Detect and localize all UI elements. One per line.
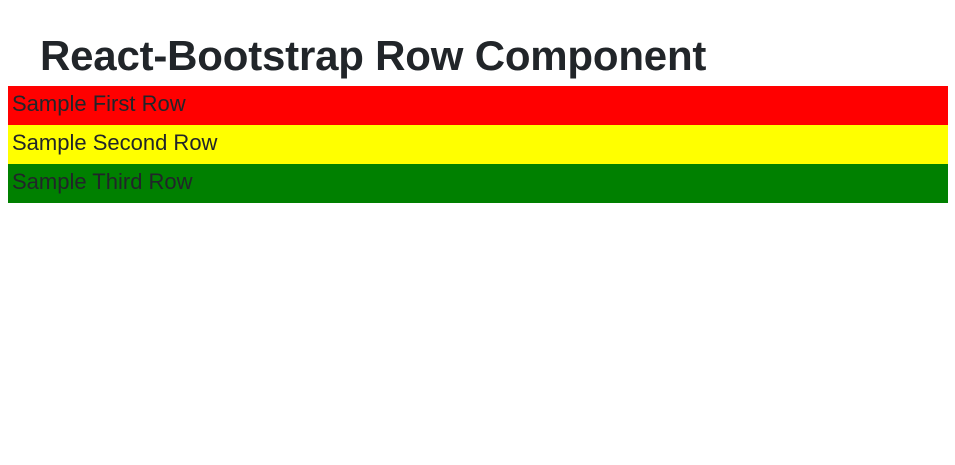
row-band-second: Sample Second Row <box>8 125 948 165</box>
row-list: Sample First Row Sample Second Row Sampl… <box>8 86 948 204</box>
row-band-third: Sample Third Row <box>8 164 948 204</box>
row-label-third: Sample Third Row <box>12 169 193 195</box>
row-label-second: Sample Second Row <box>12 130 218 156</box>
page-title: React-Bootstrap Row Component <box>40 32 707 79</box>
row-band-first: Sample First Row <box>8 86 948 126</box>
row-label-first: Sample First Row <box>12 91 186 117</box>
content-container: React-Bootstrap Row Component Sample Fir… <box>8 0 948 204</box>
